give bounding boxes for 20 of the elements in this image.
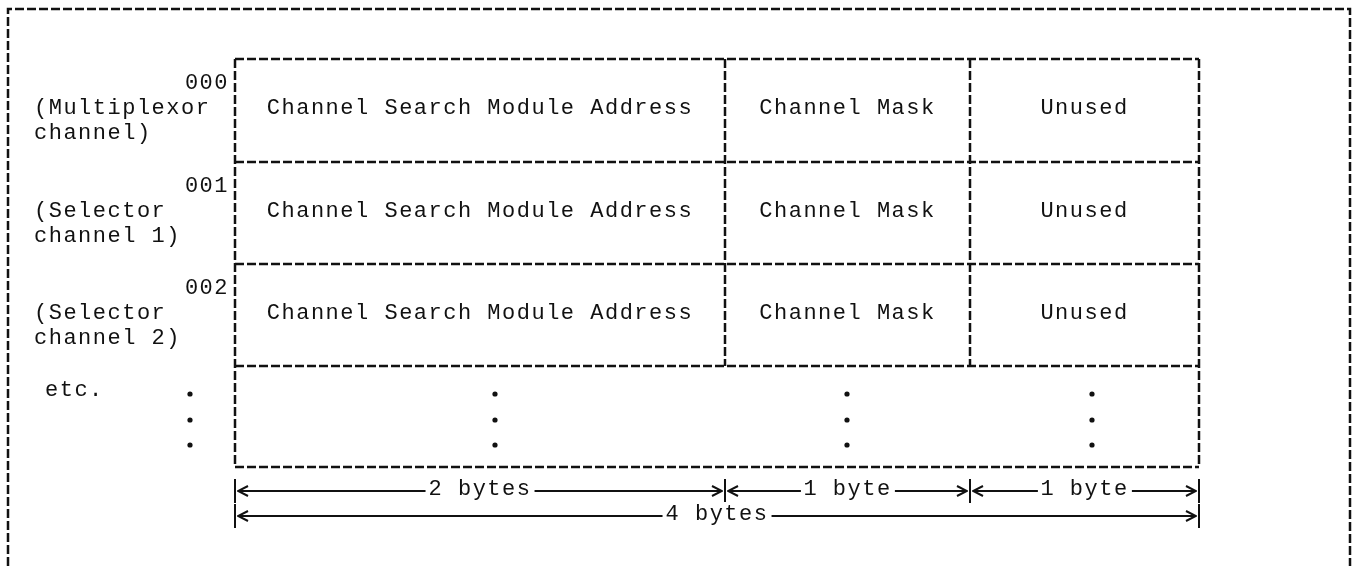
dimension-label: 2 bytes — [425, 477, 535, 502]
dimension-label: 4 bytes — [662, 502, 772, 527]
channel-address: 000 — [184, 71, 229, 96]
field-name: Channel Mask — [758, 199, 937, 224]
field-name: Unused — [1039, 301, 1130, 326]
field-name: Unused — [1039, 96, 1130, 121]
field-name: Channel Mask — [758, 96, 937, 121]
field-name: Channel Mask — [758, 301, 937, 326]
channel-address: 002 — [184, 276, 229, 301]
field-name: Unused — [1039, 199, 1130, 224]
field-name: Channel Search Module Address — [265, 96, 695, 121]
channel-name: (Multiplexor channel) — [34, 96, 212, 146]
channel-name: (Selector channel 1) — [34, 199, 183, 249]
dimension-label: 1 byte — [1037, 477, 1132, 502]
field-name: Channel Search Module Address — [265, 301, 695, 326]
dimension-label: 1 byte — [800, 477, 895, 502]
field-name: Channel Search Module Address — [265, 199, 695, 224]
channel-address: 001 — [184, 174, 229, 199]
continuation-note: etc. — [45, 378, 104, 403]
channel-name: (Selector channel 2) — [34, 301, 183, 351]
